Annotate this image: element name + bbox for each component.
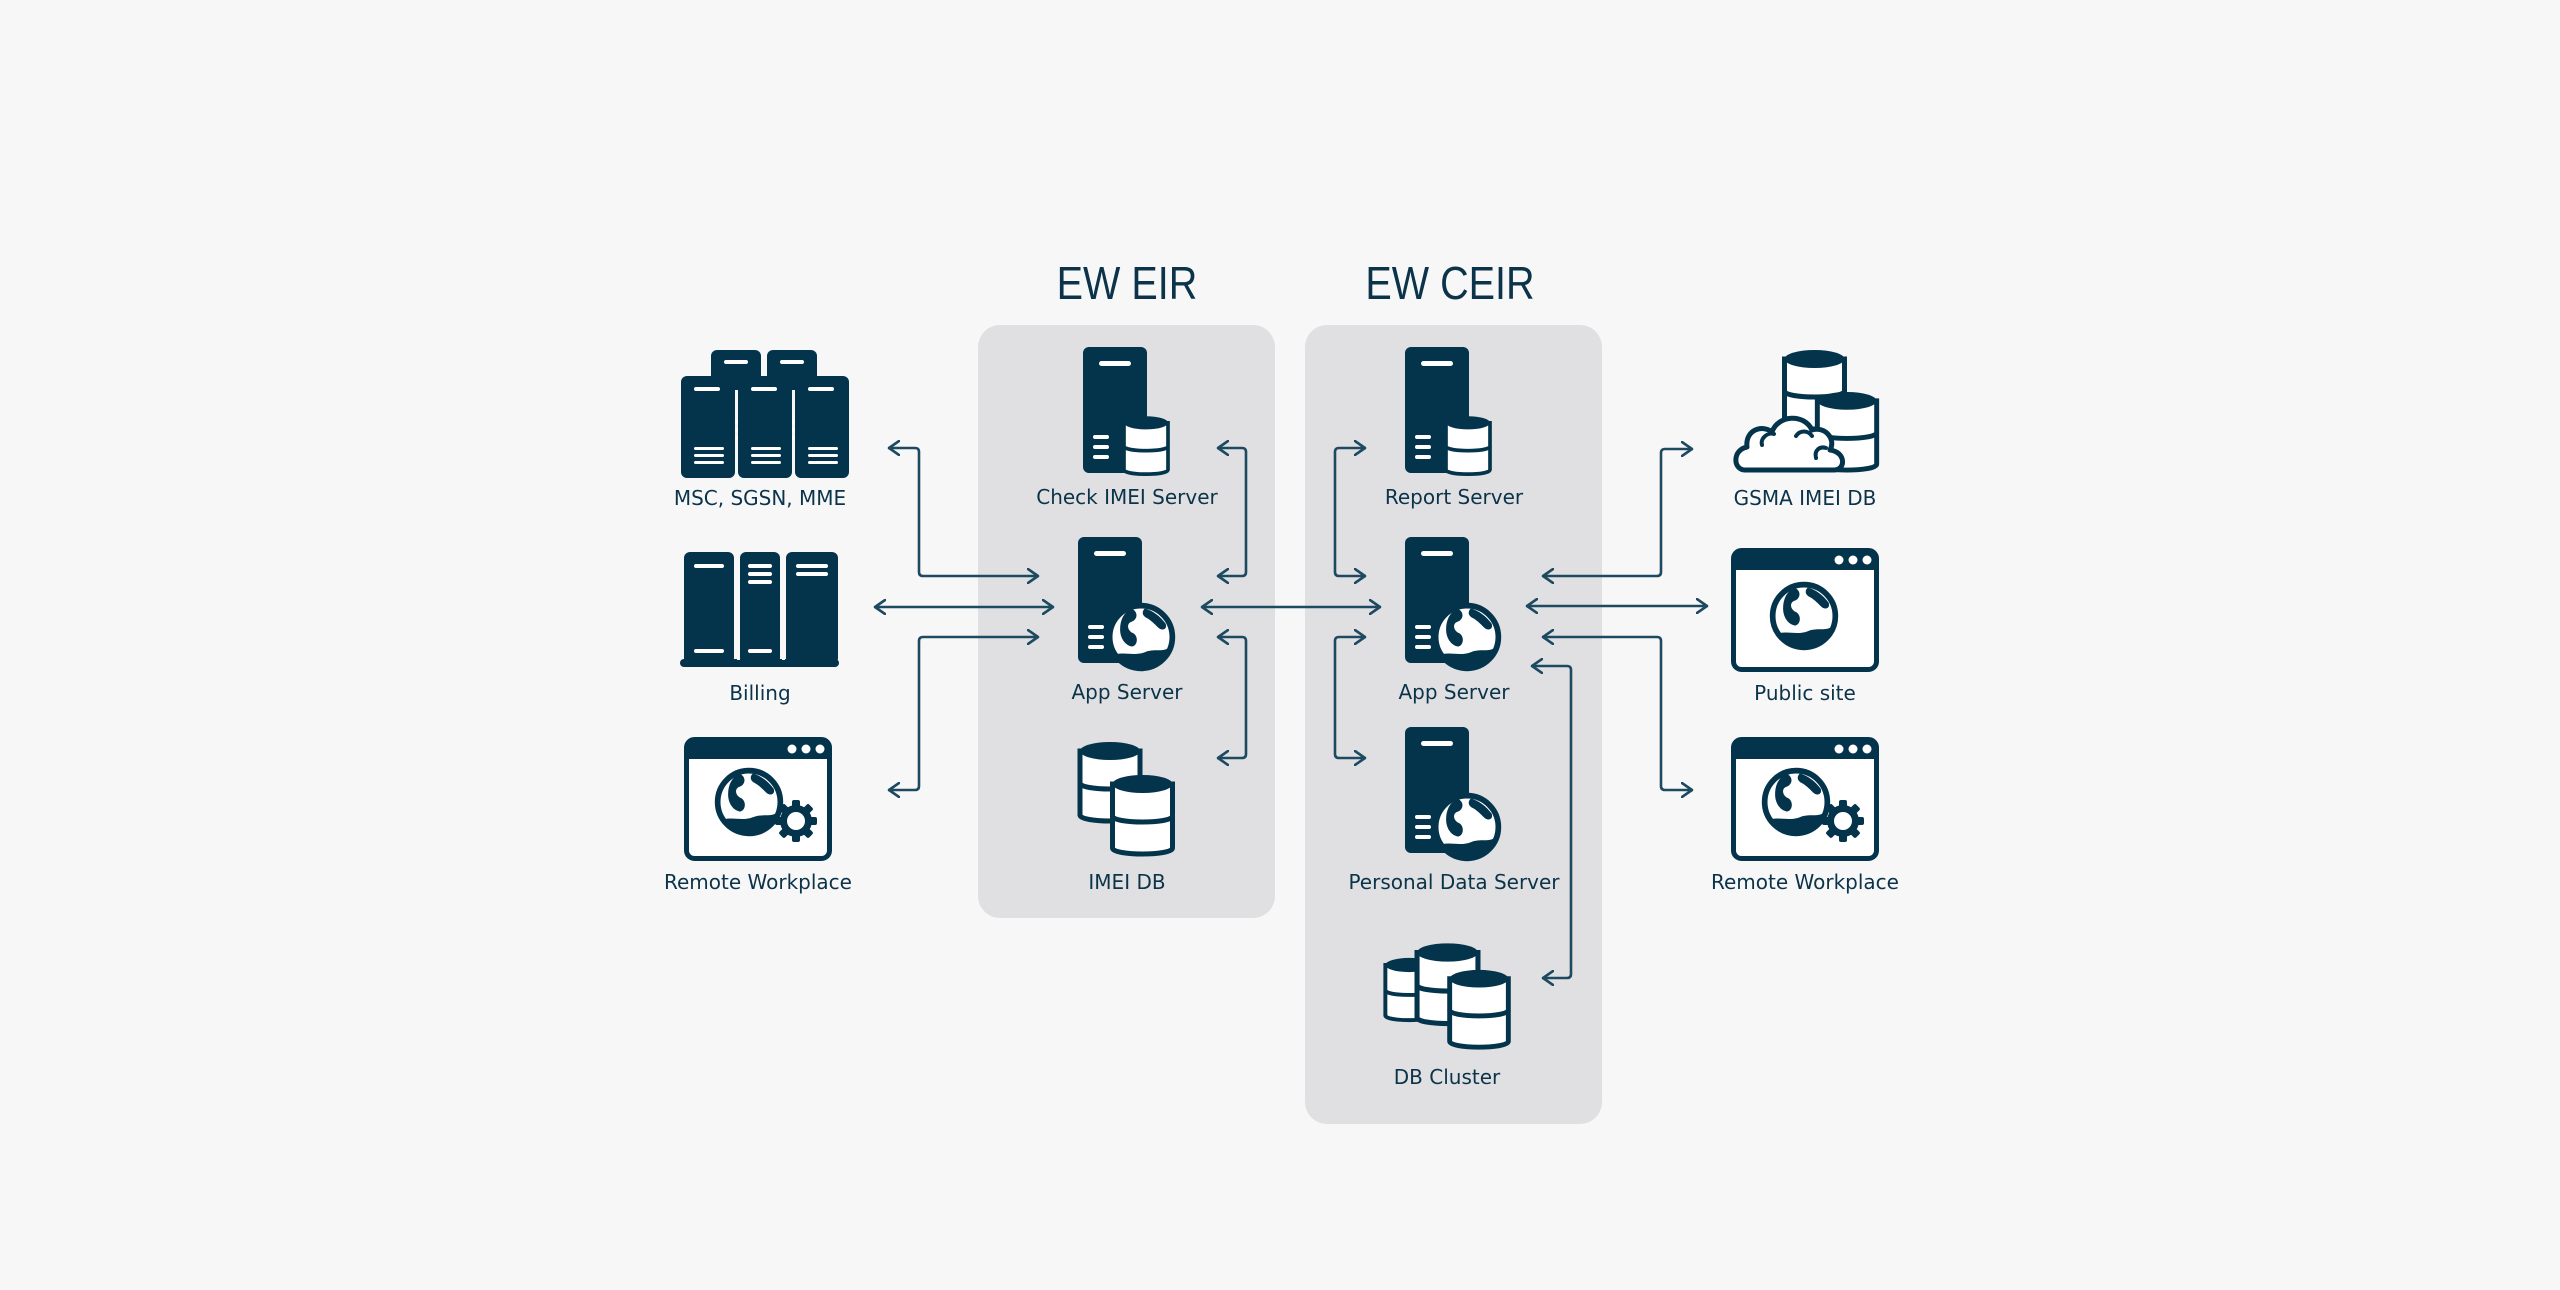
connector-msc-eir-app (887, 448, 1040, 576)
cloud-database-icon (1733, 350, 1877, 470)
node-label-imei-db: IMEI DB (1088, 870, 1166, 894)
group-title-ceir: EW CEIR (1365, 257, 1535, 309)
node-label-remote-workplace-left: Remote Workplace (664, 870, 852, 894)
node-label-check-imei-server: Check IMEI Server (1036, 485, 1218, 509)
server-globe-icon (1078, 537, 1172, 668)
server-cabinets-icon (680, 552, 839, 667)
server-database-icon (1405, 347, 1492, 477)
connector-report-ceir-app (1333, 448, 1367, 576)
node-label-public-site: Public site (1754, 681, 1856, 705)
node-label-db-cluster: DB Cluster (1393, 1065, 1501, 1089)
browser-globe-gear-icon (1734, 740, 1877, 859)
server-globe-icon (1405, 537, 1498, 668)
connector-gsma-ceir-app (1541, 449, 1694, 576)
browser-globe-gear-icon (687, 740, 830, 859)
connector-remote-right-ceir-app (1541, 637, 1694, 790)
node-label-report-server: Report Server (1384, 485, 1524, 509)
browser-globe-icon (1734, 551, 1877, 670)
node-label-ceir-app-server: App Server (1398, 680, 1510, 704)
connector-personal-ceir-app (1333, 637, 1367, 758)
server-database-icon (1083, 347, 1170, 477)
connector-imei-db-eir-app (1216, 637, 1248, 758)
node-label-msc: MSC, SGSN, MME (673, 486, 847, 510)
node-label-billing: Billing (729, 681, 791, 705)
database-pair-icon (1080, 742, 1173, 854)
database-cluster-icon (1385, 943, 1508, 1047)
connector-check-imei-eir-app (1216, 448, 1248, 576)
server-globe-icon (1405, 727, 1498, 858)
node-label-personal-data-server: Personal Data Server (1348, 870, 1560, 894)
node-label-eir-app-server: App Server (1071, 680, 1183, 704)
connector-remote-left-eir-app (887, 637, 1040, 790)
node-label-remote-workplace-right: Remote Workplace (1711, 870, 1899, 894)
group-title-eir: EW EIR (1056, 257, 1198, 309)
node-label-gsma-imei-db: GSMA IMEI DB (1733, 486, 1877, 510)
server-rack-cluster-icon (681, 350, 849, 478)
